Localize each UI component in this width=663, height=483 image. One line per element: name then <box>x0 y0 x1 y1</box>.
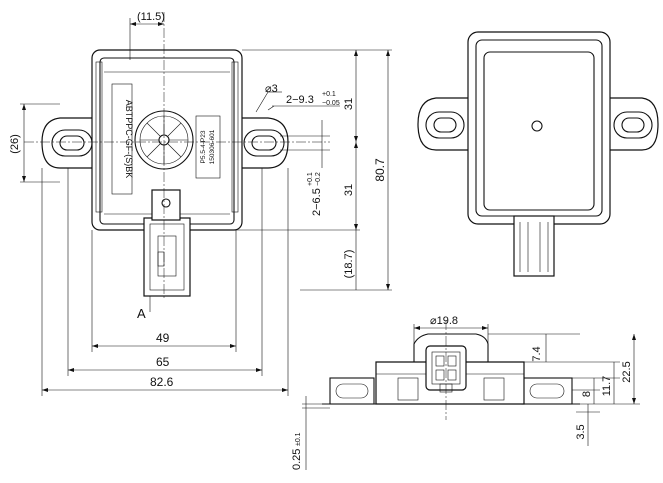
dim-ear-height: (26) <box>9 134 21 154</box>
rear-right-ear <box>603 97 659 151</box>
dim-width-total: 82.6 <box>150 375 174 389</box>
dim-slot-width-tol-low: −0.05 <box>322 100 340 107</box>
label-line-1: ABTPPC-GF-(S)BK <box>124 100 134 179</box>
dim-slot-height-tol-up: +0.1 <box>307 172 314 186</box>
dim-width-inner: 49 <box>156 331 170 345</box>
view-label-a: A <box>137 306 146 321</box>
left-mounting-ear <box>41 117 99 169</box>
label-strip-2 <box>195 115 221 179</box>
dim-side-225: 22.5 <box>621 361 633 382</box>
left-slot-inner <box>59 135 85 151</box>
rear-center-mark <box>531 120 543 132</box>
dim-hole-dia: ⌀3 <box>265 83 278 95</box>
rear-view <box>417 31 659 277</box>
side-top-boss <box>413 333 489 362</box>
dim-side-025: 0.25 <box>291 449 303 470</box>
dim-side-74: 7.4 <box>531 346 543 361</box>
rear-panel <box>483 51 595 211</box>
front-view: ABTPPC-GF-(S)BK P5.5-4-P23 150306-601 <box>24 12 330 300</box>
dim-slot-width-tol-up: +0.1 <box>322 91 336 98</box>
connector <box>143 217 191 297</box>
side-left-ear <box>329 377 375 405</box>
dim-bottom-dia: ⌀19.8 <box>430 315 458 327</box>
dim-slot-height: 2−6.5 <box>311 188 323 216</box>
dim-side-117: 11.7 <box>601 376 613 397</box>
latch <box>151 189 181 221</box>
dim-top-offset: (11.5) <box>137 11 165 23</box>
label-strip-1 <box>111 83 133 195</box>
rear-housing <box>467 31 611 225</box>
dim-side-025-tol: ±0.1 <box>295 432 302 446</box>
dim-upper-half: 31 <box>343 98 355 110</box>
rear-connector <box>513 215 555 277</box>
side-dimensions: ⌀19.8 7.4 22.5 11.7 8 3.5 0.25 ±0.1 <box>291 315 640 470</box>
label-line-3: 150306-601 <box>209 129 216 164</box>
side-right-ear <box>521 377 573 405</box>
right-slot-outer <box>243 129 285 157</box>
front-dimensions: (11.5) ⌀3 2−9.3 +0.1 −0.05 2−6.5 +0.1 −0… <box>9 11 392 396</box>
dim-side-8: 8 <box>581 391 593 397</box>
dim-width-body: 65 <box>156 355 170 369</box>
dim-side-35: 3.5 <box>575 424 587 439</box>
label-line-2: P5.5-4-P23 <box>200 130 207 163</box>
dim-slot-height-tol-low: −0.2 <box>315 172 322 186</box>
right-slot-inner <box>251 135 277 151</box>
dim-lower-half: 31 <box>343 184 355 196</box>
side-view <box>322 320 580 420</box>
dim-connector-length: (18.7) <box>343 250 355 279</box>
dim-slot-width: 2−9.3 <box>286 94 314 106</box>
dim-total-height: 80.7 <box>373 158 387 182</box>
